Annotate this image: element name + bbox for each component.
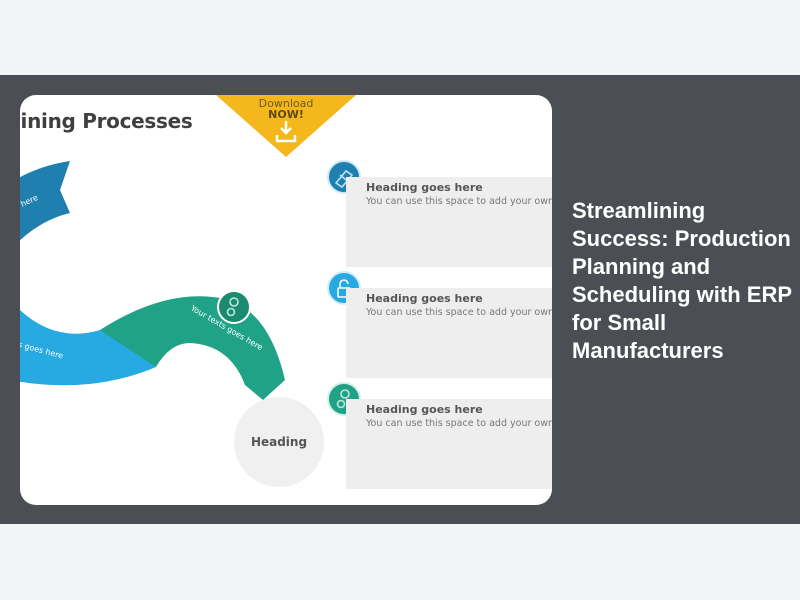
info-body-2: You can use this space to add your own t… xyxy=(366,307,552,318)
info-body-3: You can use this space to add your own t… xyxy=(366,418,552,429)
info-box-3 xyxy=(346,399,552,489)
circle-heading: Heading xyxy=(234,397,324,487)
info-heading-2: Heading goes here xyxy=(366,292,483,305)
arc-segment-dark-blue xyxy=(20,161,70,241)
download-icon xyxy=(275,121,297,143)
gears-icon xyxy=(336,389,350,409)
slide-graphics: here ts goes here Your texts goes here xyxy=(20,95,361,416)
article-title[interactable]: Streamlining Success: Production Plannin… xyxy=(572,198,792,363)
info-box-2 xyxy=(346,288,552,378)
info-body-1: You can use this space to add your own t… xyxy=(366,196,552,207)
info-box-1 xyxy=(346,177,552,267)
info-heading-1: Heading goes here xyxy=(366,181,483,194)
arc-gears-badge xyxy=(217,290,251,324)
slide-preview-image[interactable]: here ts goes here Your texts goes here xyxy=(20,95,552,505)
slide-title: lining Processes xyxy=(20,109,193,133)
info-heading-3: Heading goes here xyxy=(366,403,483,416)
gears-icon xyxy=(226,297,239,317)
